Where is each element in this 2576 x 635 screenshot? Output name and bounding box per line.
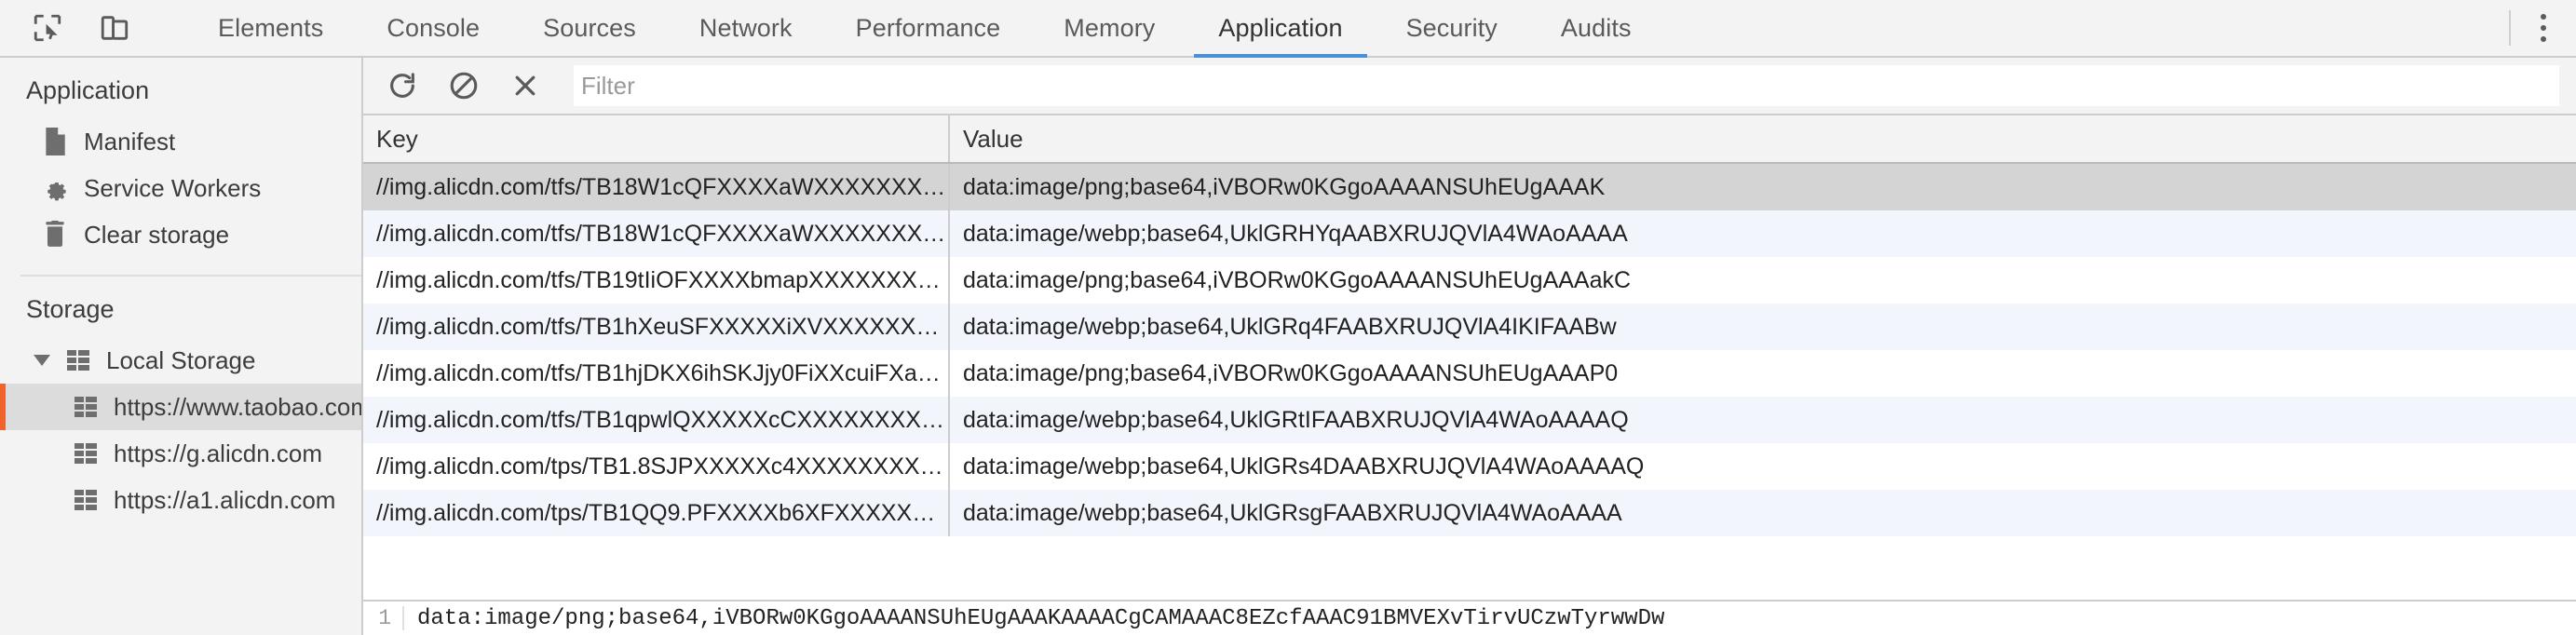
value-preview-pane: 1 data:image/png;base64,iVBORw0KGgoAAAAN… [363,600,2576,635]
devtools-tool-buttons [0,0,186,56]
local-storage-panel: Key Value //img.alicdn.com/tfs/TB18W1cQF… [363,58,2576,635]
table-row[interactable]: //img.alicdn.com/tfs/TB1hjDKX6ihSKJjy0Fi… [363,350,2576,397]
cell-value: data:image/png;base64,iVBORw0KGgoAAAANSU… [963,174,1606,200]
cell-key: //img.alicdn.com/tps/TB1.8SJPXXXXXc4XXXX… [363,443,950,490]
tab-label: Sources [543,13,636,42]
sidebar-divider [20,275,361,277]
cell-value: data:image/webp;base64,UklGRs4DAABXRUJQV… [963,453,1645,480]
cell-key: //img.alicdn.com/tfs/TB1hXeuSFXXXXXiXVXX… [363,304,950,350]
preview-value-text: data:image/png;base64,iVBORw0KGgoAAAANSU… [417,605,1665,631]
kebab-dot [2541,14,2546,20]
tab-elements[interactable]: Elements [186,0,355,56]
delete-selected-x-icon[interactable] [499,60,551,112]
sidebar-item-label: https://g.alicdn.com [114,439,322,467]
sidebar-item-origin-galicdn[interactable]: https://g.alicdn.com [0,430,361,477]
column-header-value[interactable]: Value [963,124,1024,153]
storage-table: Key Value //img.alicdn.com/tfs/TB18W1cQF… [363,115,2576,635]
tab-label: Memory [1064,13,1156,42]
cell-key: //img.alicdn.com/tfs/TB1hjDKX6ihSKJjy0Fi… [363,350,950,397]
storage-grid-icon [67,350,91,371]
tab-console[interactable]: Console [355,0,511,56]
table-row[interactable]: //img.alicdn.com/tfs/TB19tIiOFXXXXbmapXX… [363,257,2576,304]
tab-audits[interactable]: Audits [1529,0,1663,56]
tab-label: Elements [218,13,324,42]
cell-key: //img.alicdn.com/tfs/TB19tIiOFXXXXbmapXX… [363,257,950,304]
devtools-tabbar: Elements Console Sources Network Perform… [0,0,2576,58]
tab-memory[interactable]: Memory [1032,0,1186,56]
sidebar-section-storage-title: Storage [26,295,115,323]
sidebar-item-origin-a1alicdn[interactable]: https://a1.alicdn.com [0,477,361,523]
sidebar-item-service-workers[interactable]: Service Workers [0,165,361,211]
tab-label: Security [1405,13,1498,42]
sidebar-item-label: https://a1.alicdn.com [114,485,336,514]
cell-value: data:image/webp;base64,UklGRsgFAABXRUJQV… [963,500,1622,526]
table-row[interactable]: //img.alicdn.com/tps/TB1.8SJPXXXXXc4XXXX… [363,443,2576,490]
cell-value: data:image/webp;base64,UklGRq4FAABXRUJQV… [963,314,1617,340]
preview-line-number: 1 [363,606,404,630]
column-header-key[interactable]: Key [363,115,950,162]
table-row[interactable]: //img.alicdn.com/tfs/TB1hXeuSFXXXXXiXVXX… [363,304,2576,350]
storage-grid-icon [75,490,99,510]
devtools-body: Application Manifest Service Workers [0,58,2576,635]
cell-value: data:image/webp;base64,UklGRtIFAABXRUJQV… [963,407,1629,433]
inspect-element-icon[interactable] [26,7,69,49]
gear-icon [41,173,69,203]
manifest-document-icon [41,127,69,156]
tab-security[interactable]: Security [1375,0,1529,56]
refresh-icon[interactable] [376,60,428,112]
device-toolbar-icon[interactable] [93,7,136,49]
tab-application[interactable]: Application [1186,0,1374,58]
table-row[interactable]: //img.alicdn.com/tfs/TB18W1cQFXXXXaWXXXX… [363,164,2576,210]
sidebar-item-clear-storage[interactable]: Clear storage [0,211,361,258]
storage-panel-toolbar [363,58,2576,115]
cell-key: //img.alicdn.com/tfs/TB18W1cQFXXXXaWXXXX… [363,164,950,210]
more-options-kebab-icon[interactable] [2511,0,2576,57]
filter-input[interactable] [574,65,2559,106]
sidebar-item-label: Clear storage [84,220,230,249]
cell-value: data:image/webp;base64,UklGRHYqAABXRUJQV… [963,221,1628,247]
tab-network[interactable]: Network [668,0,824,56]
tab-label: Application [1218,13,1343,42]
cell-key: //img.alicdn.com/tps/TB1QQ9.PFXXXXb6XFXX… [363,490,950,536]
cell-value: data:image/png;base64,iVBORw0KGgoAAAANSU… [963,267,1632,293]
cell-key: //img.alicdn.com/tfs/TB18W1cQFXXXXaWXXXX… [363,210,950,257]
sidebar-item-local-storage[interactable]: Local Storage [0,337,361,384]
sidebar-item-label: https://www.taobao.com [114,392,363,421]
table-row[interactable]: //img.alicdn.com/tfs/TB18W1cQFXXXXaWXXXX… [363,210,2576,257]
table-header-row: Key Value [363,115,2576,164]
storage-grid-icon [75,397,99,417]
kebab-dot [2541,25,2546,31]
tab-sources[interactable]: Sources [511,0,668,56]
tab-label: Network [698,13,793,42]
tabbar-right-controls [2509,0,2576,56]
application-sidebar: Application Manifest Service Workers [0,58,363,635]
tabbar-right-divider [2509,10,2511,46]
chevron-down-icon[interactable] [34,355,50,366]
clear-all-icon[interactable] [438,60,490,112]
table-row[interactable]: //img.alicdn.com/tps/TB1QQ9.PFXXXXb6XFXX… [363,490,2576,536]
tab-label: Performance [855,13,1001,42]
storage-grid-icon [75,443,99,464]
devtools-tab-list: Elements Console Sources Network Perform… [186,0,2509,58]
tab-label: Audits [1560,13,1632,42]
tab-performance[interactable]: Performance [824,0,1033,56]
sidebar-item-manifest[interactable]: Manifest [0,118,361,165]
trash-icon [41,220,69,250]
kebab-dot [2541,36,2546,42]
table-row[interactable]: //img.alicdn.com/tfs/TB1qpwlQXXXXXcCXXXX… [363,397,2576,443]
sidebar-item-label: Local Storage [106,345,256,374]
sidebar-item-origin-taobao[interactable]: https://www.taobao.com [0,384,361,430]
sidebar-item-label: Manifest [84,127,176,155]
cell-key: //img.alicdn.com/tfs/TB1qpwlQXXXXXcCXXXX… [363,397,950,443]
sidebar-item-label: Service Workers [84,173,262,202]
sidebar-section-application-title: Application [26,76,150,104]
tab-label: Console [386,13,481,42]
cell-value: data:image/png;base64,iVBORw0KGgoAAAANSU… [963,360,1619,386]
